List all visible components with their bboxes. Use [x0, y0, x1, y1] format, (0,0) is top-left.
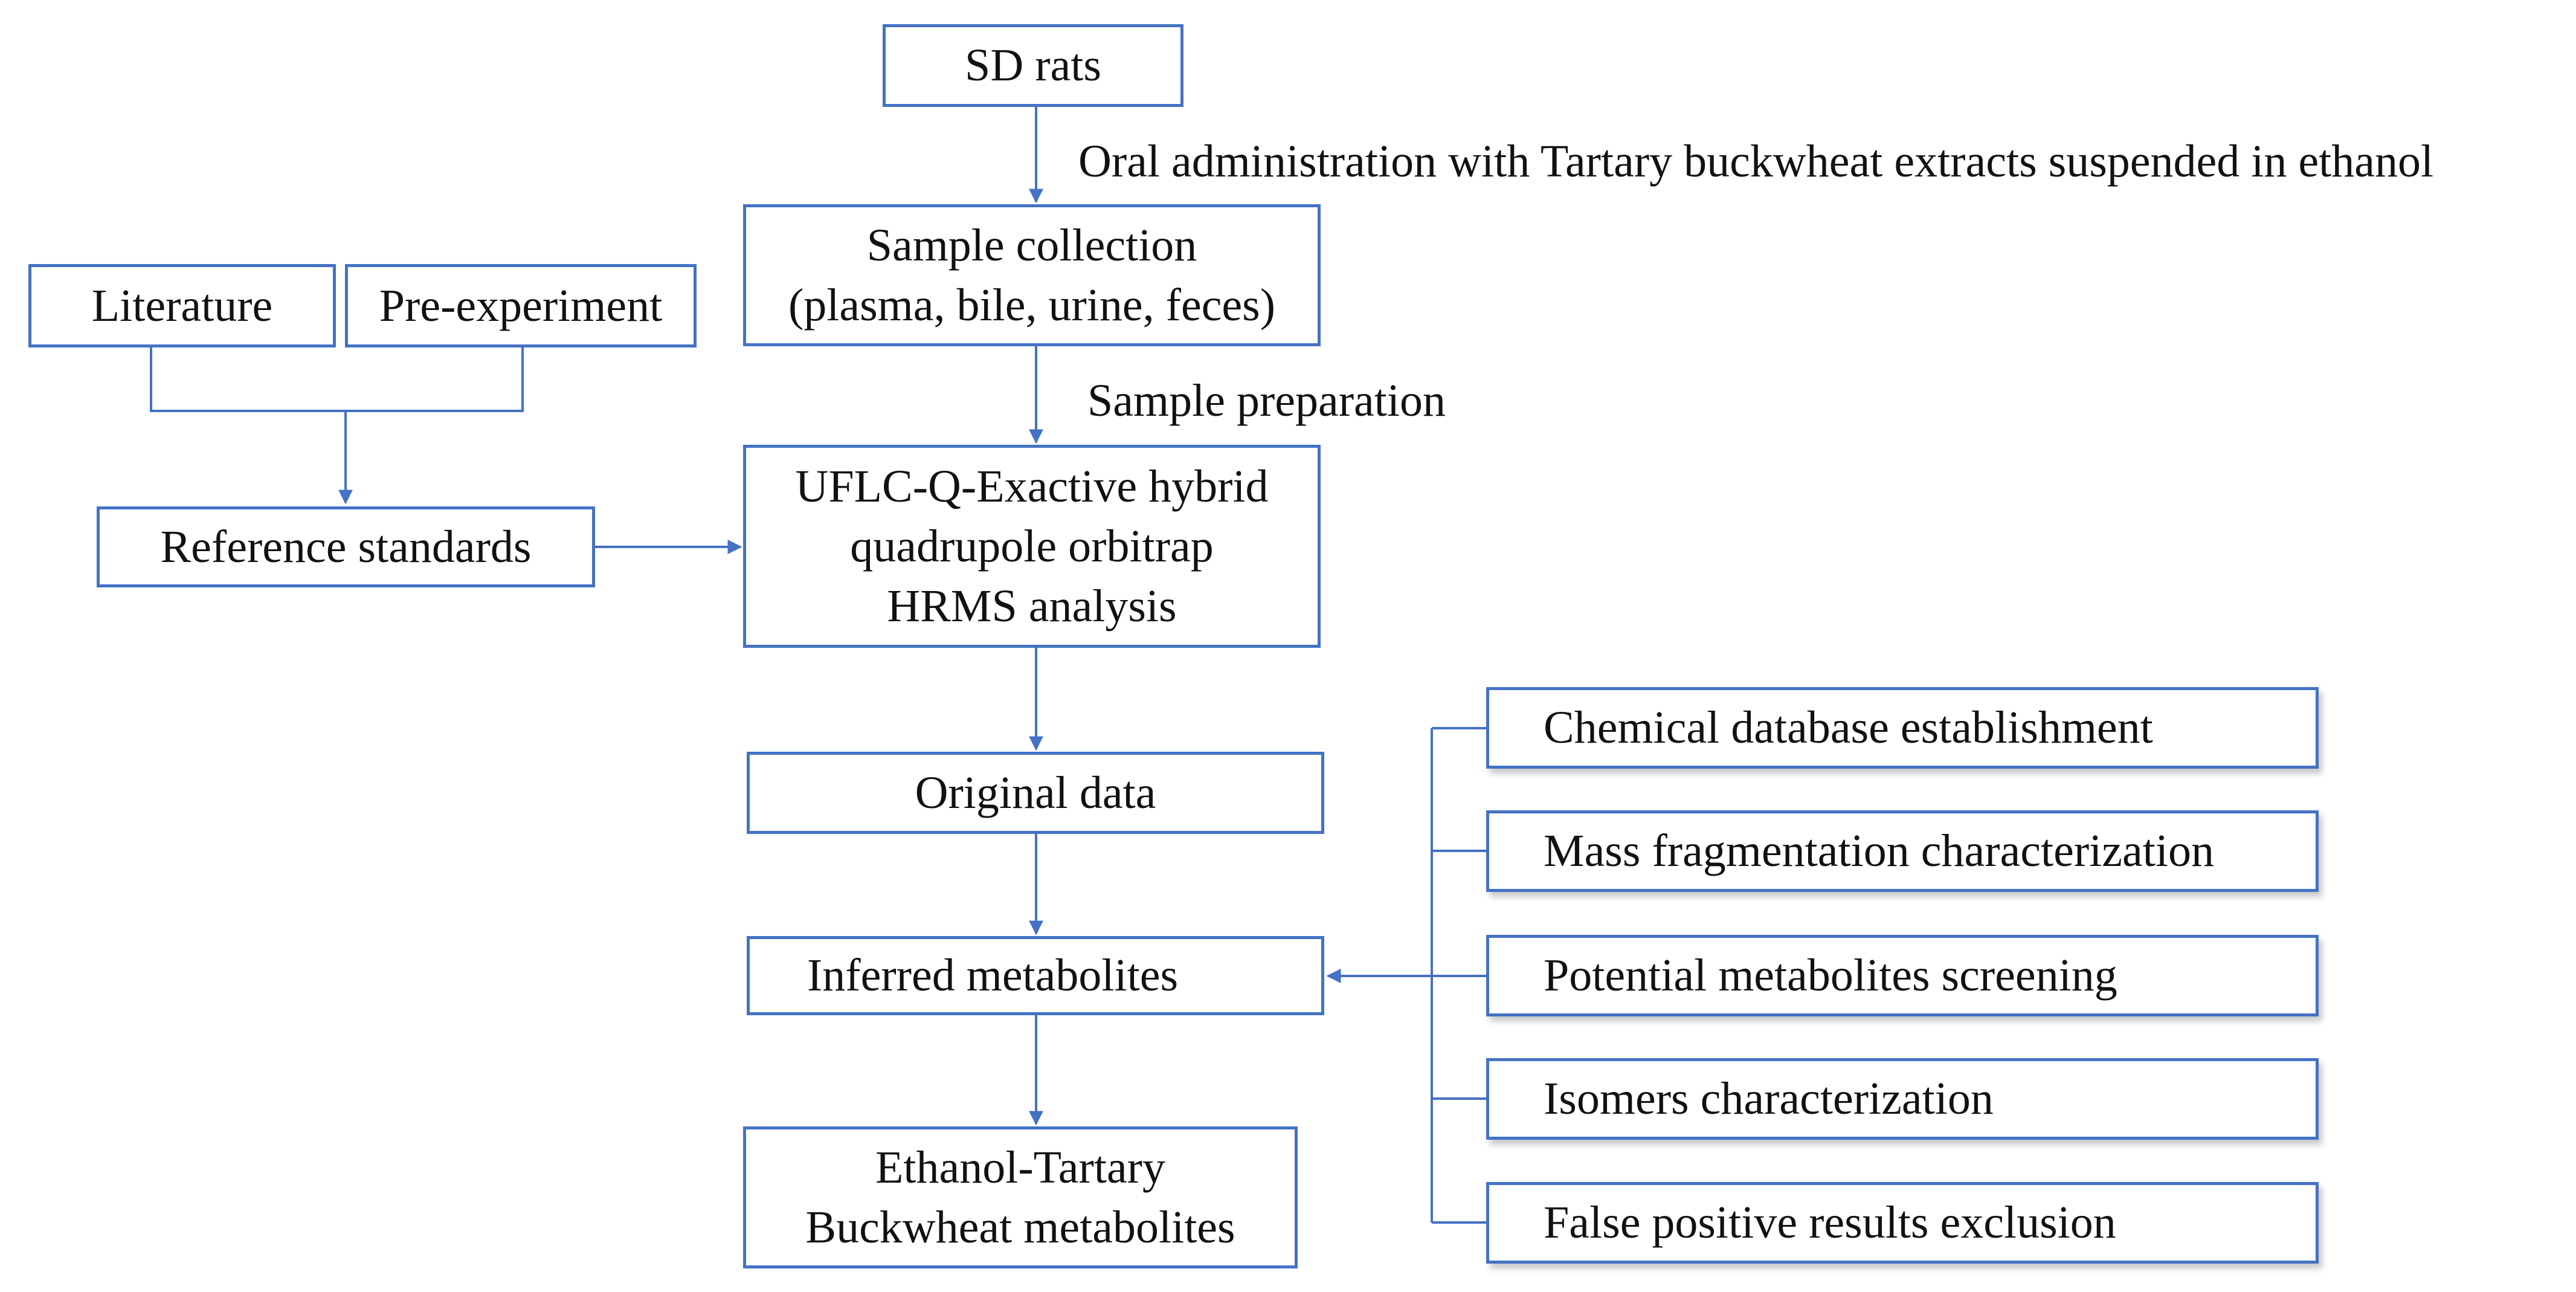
edge-label-oral-administration: Oral administration with Tartary buckwhe…: [1078, 136, 2434, 187]
node-sample-collection: Sample collection (plasma, bile, urine, …: [743, 204, 1321, 346]
node-original-data-label: Original data: [915, 767, 1156, 818]
node-pre-experiment: Pre-experiment: [345, 264, 697, 347]
node-final-metabolites: Ethanol-Tartary Buckwheat metabolites: [743, 1126, 1298, 1268]
node-uflc-line-1: UFLC-Q-Exactive hybrid: [795, 460, 1269, 512]
method-mass-fragmentation: Mass fragmentation characterization: [1486, 810, 2319, 892]
edge-label-sample-preparation: Sample preparation: [1087, 375, 1446, 426]
method-isomers-label: Isomers characterization: [1544, 1073, 1994, 1124]
node-literature: Literature: [28, 264, 336, 347]
node-reference-standards: Reference standards: [97, 506, 595, 587]
merge-line-literature: [150, 347, 524, 412]
node-pre-experiment-label: Pre-experiment: [379, 280, 663, 331]
node-uflc-line-3: HRMS analysis: [887, 580, 1177, 631]
method-false-positive-label: False positive results exclusion: [1544, 1197, 2116, 1248]
node-sample-collection-line-1: Sample collection: [866, 219, 1197, 271]
node-final-line-1: Ethanol-Tartary: [875, 1142, 1165, 1193]
method-mass-fragmentation-label: Mass fragmentation characterization: [1544, 825, 2214, 876]
node-original-data: Original data: [747, 752, 1324, 834]
node-inferred-metabolites: Inferred metabolites: [747, 936, 1324, 1015]
node-uflc-line-2: quadrupole orbitrap: [850, 520, 1214, 572]
method-chemical-database: Chemical database establishment: [1486, 687, 2319, 769]
node-uflc-analysis: UFLC-Q-Exactive hybrid quadrupole orbitr…: [743, 445, 1321, 648]
node-reference-standards-label: Reference standards: [160, 521, 532, 572]
node-sample-collection-line-2: (plasma, bile, urine, feces): [788, 279, 1276, 331]
node-final-line-2: Buckwheat metabolites: [805, 1201, 1235, 1253]
method-potential-metabolites-label: Potential metabolites screening: [1544, 950, 2117, 1001]
node-literature-label: Literature: [91, 280, 273, 331]
method-chemical-database-label: Chemical database establishment: [1544, 702, 2153, 753]
method-false-positive: False positive results exclusion: [1486, 1182, 2319, 1264]
method-potential-metabolites: Potential metabolites screening: [1486, 935, 2319, 1016]
node-sd-rats: SD rats: [883, 24, 1183, 107]
node-inferred-metabolites-label: Inferred metabolites: [807, 950, 1179, 1001]
node-sd-rats-label: SD rats: [965, 40, 1101, 91]
method-isomers: Isomers characterization: [1486, 1058, 2319, 1140]
